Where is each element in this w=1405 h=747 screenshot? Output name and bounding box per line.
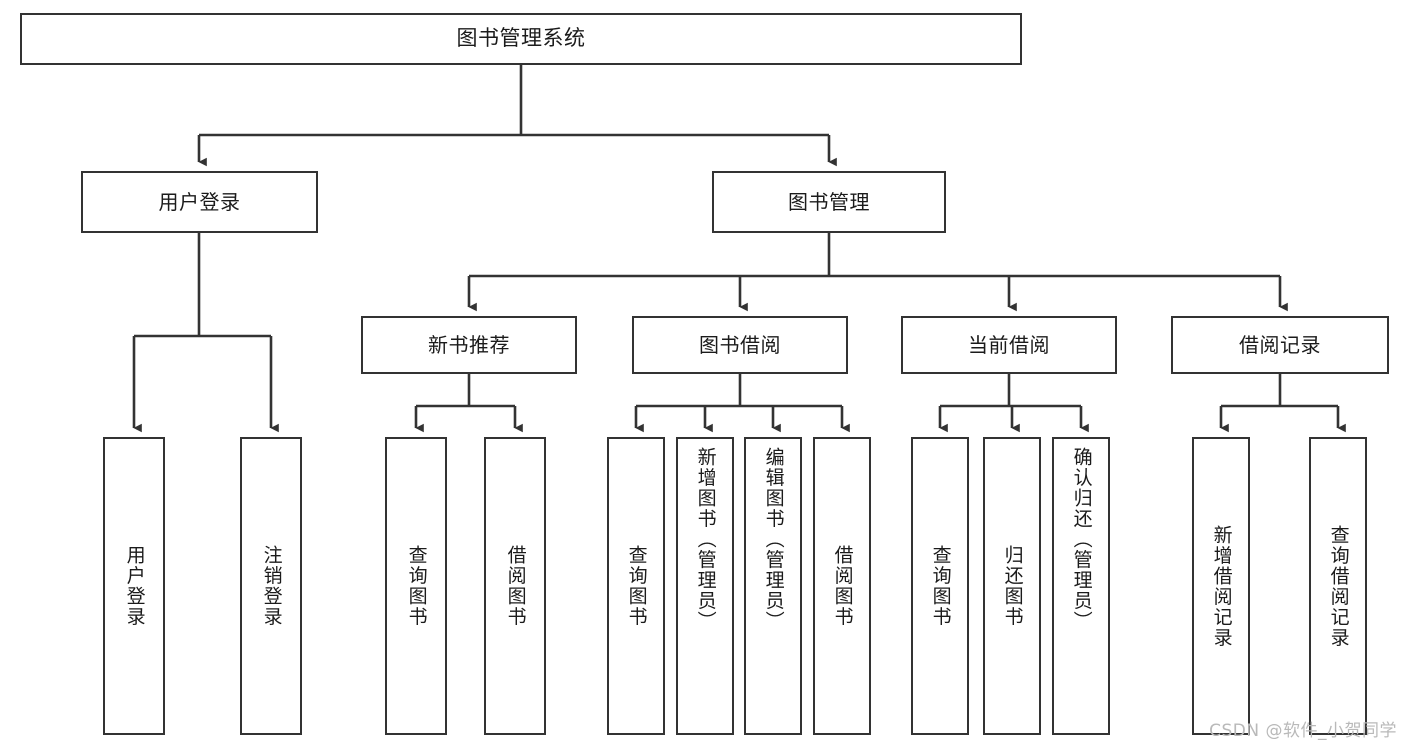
node-borrow-record[interactable]: 借阅记录 [1171,316,1389,374]
node-leaf-add-book-label: 新增图书（管理员） [694,447,717,632]
node-leaf-query-book-borrow-label: 查询图书 [625,545,648,627]
node-leaf-borrow-book-rec[interactable]: 借阅图书 [484,437,546,735]
node-user-login[interactable]: 用户登录 [81,171,318,233]
node-current-borrow-label: 当前借阅 [968,333,1050,357]
node-leaf-confirm-return-label: 确认归还（管理员） [1070,447,1093,632]
node-current-borrow[interactable]: 当前借阅 [901,316,1117,374]
node-leaf-user-login-label: 用户登录 [123,545,146,627]
node-leaf-edit-book-label: 编辑图书（管理员） [762,447,785,632]
node-root-system[interactable]: 图书管理系统 [20,13,1022,65]
csdn-watermark: CSDN @软件_小贺同学 [1209,721,1397,741]
node-leaf-borrow-book[interactable]: 借阅图书 [813,437,871,735]
node-leaf-borrow-book-rec-label: 借阅图书 [504,545,527,627]
node-leaf-user-logout[interactable]: 注销登录 [240,437,302,735]
node-book-manage[interactable]: 图书管理 [712,171,946,233]
node-leaf-query-record[interactable]: 查询借阅记录 [1309,437,1367,735]
node-leaf-query-book-current[interactable]: 查询图书 [911,437,969,735]
node-leaf-borrow-book-label: 借阅图书 [831,545,854,627]
node-leaf-query-record-label: 查询借阅记录 [1327,524,1350,648]
node-root-label: 图书管理系统 [456,26,586,51]
node-leaf-user-login[interactable]: 用户登录 [103,437,165,735]
node-leaf-user-logout-label: 注销登录 [260,545,283,627]
node-leaf-edit-book[interactable]: 编辑图书（管理员） [744,437,802,735]
node-leaf-query-book-rec-label: 查询图书 [405,545,428,627]
node-borrow-record-label: 借阅记录 [1239,333,1321,357]
node-new-book-rec-label: 新书推荐 [428,333,510,357]
node-book-manage-label: 图书管理 [788,190,870,214]
node-leaf-confirm-return[interactable]: 确认归还（管理员） [1052,437,1110,735]
node-leaf-add-record[interactable]: 新增借阅记录 [1192,437,1250,735]
node-leaf-add-record-label: 新增借阅记录 [1210,524,1233,648]
node-book-borrow-label: 图书借阅 [699,333,781,357]
node-book-borrow[interactable]: 图书借阅 [632,316,848,374]
node-leaf-query-book-rec[interactable]: 查询图书 [385,437,447,735]
node-leaf-return-book[interactable]: 归还图书 [983,437,1041,735]
node-leaf-return-book-label: 归还图书 [1001,545,1024,627]
node-leaf-query-book-borrow[interactable]: 查询图书 [607,437,665,735]
node-new-book-rec[interactable]: 新书推荐 [361,316,577,374]
node-leaf-query-book-current-label: 查询图书 [929,545,952,627]
node-leaf-add-book[interactable]: 新增图书（管理员） [676,437,734,735]
node-user-login-label: 用户登录 [158,190,241,214]
